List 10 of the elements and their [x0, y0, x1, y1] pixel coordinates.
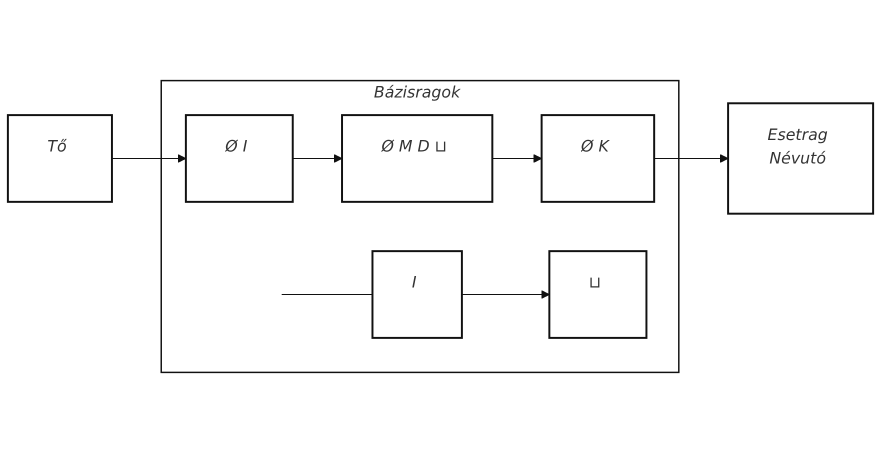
node-box: I	[371, 250, 463, 339]
arrow	[654, 154, 728, 163]
arrow	[292, 154, 342, 163]
arrow	[492, 154, 542, 163]
arrow	[111, 154, 186, 163]
node-box: Tő	[6, 114, 113, 203]
node-box: ⊔	[548, 250, 648, 339]
connector	[281, 294, 373, 296]
node-box: Esetrag Névutó	[727, 102, 874, 215]
arrow	[461, 290, 550, 299]
